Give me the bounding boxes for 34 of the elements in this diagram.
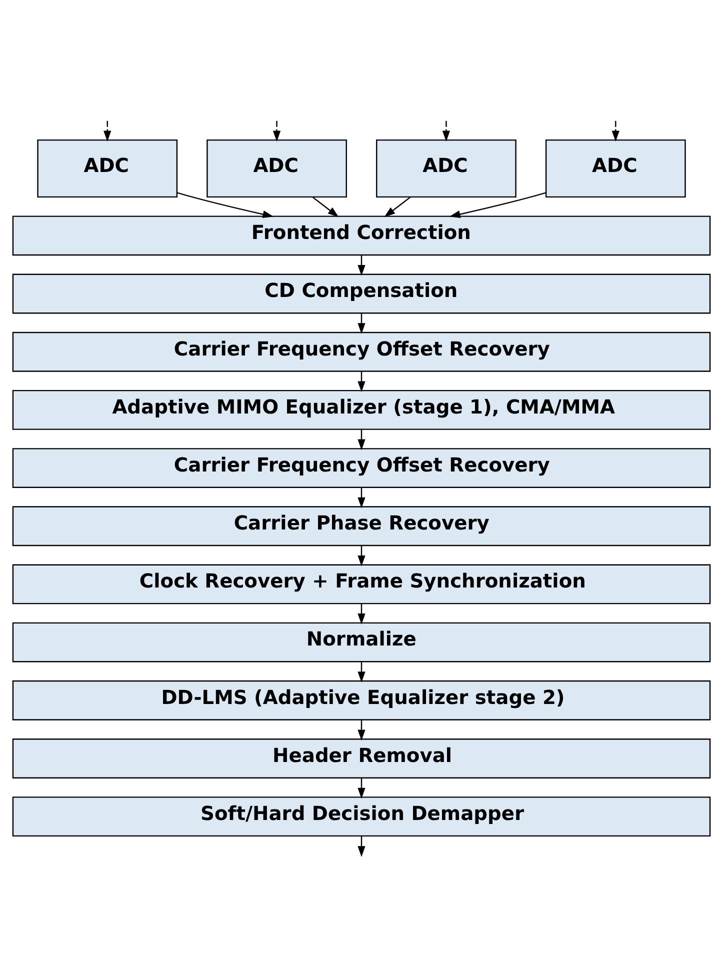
node-box: Adaptive MIMO Equalizer (stage 1), CMA/MMA	[12, 390, 711, 430]
arrow	[312, 196, 339, 218]
arrow	[442, 120, 450, 142]
arrow	[358, 662, 366, 683]
node-box: Carrier Frequency Offset Recovery	[12, 448, 711, 488]
node-box: Frontend Correction	[12, 216, 711, 256]
arrow	[358, 487, 366, 508]
arrow	[384, 196, 411, 218]
arrow	[176, 192, 274, 218]
arrow	[449, 192, 546, 218]
arrow	[358, 313, 366, 334]
node-box: ADC	[37, 139, 178, 198]
node-box: Carrier Frequency Offset Recovery	[12, 332, 711, 372]
arrow	[612, 120, 620, 142]
node-box: CD Compensation	[12, 274, 711, 314]
arrow	[358, 546, 366, 566]
arrow	[358, 371, 366, 392]
node-box: ADC	[206, 139, 347, 198]
node-box: ADC	[376, 139, 516, 198]
node-box: Clock Recovery + Frame Synchronization	[12, 564, 711, 604]
arrow	[358, 429, 366, 450]
node-box: Normalize	[12, 622, 711, 662]
node-box: Soft/Hard Decision Demapper	[12, 796, 711, 837]
arrow	[272, 120, 281, 142]
node-box: ADC	[545, 139, 686, 198]
node-box: Carrier Phase Recovery	[12, 506, 711, 546]
node-box: DD-LMS (Adaptive Equalizer stage 2)	[12, 680, 711, 720]
arrow	[358, 604, 366, 624]
arrow	[104, 120, 112, 142]
arrow	[358, 720, 366, 741]
node-box: Header Removal	[12, 738, 711, 778]
arrow	[358, 778, 366, 799]
arrow	[358, 255, 366, 276]
arrow	[358, 836, 366, 858]
